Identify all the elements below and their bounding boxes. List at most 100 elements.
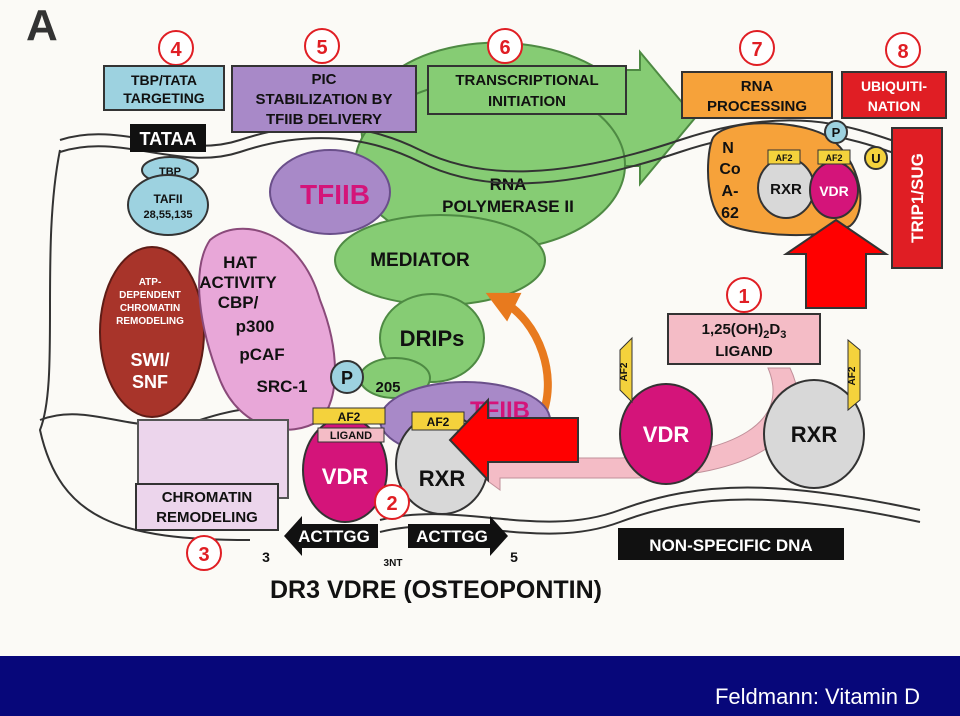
step-8-circle bbox=[885, 32, 921, 68]
ligand-bound-label: LIGAND bbox=[330, 430, 372, 442]
af2-free-vdr bbox=[619, 336, 633, 404]
step-1-circle bbox=[726, 277, 762, 313]
af2-free-rxr-label: AF2 bbox=[847, 366, 858, 385]
phospho-right-label: P bbox=[832, 125, 841, 140]
rxr-free-label: RXR bbox=[791, 422, 838, 447]
rxr-free-blob bbox=[763, 379, 865, 489]
step-5-label-3: TFIIB DELIVERY bbox=[266, 111, 382, 128]
recruitment-arrow bbox=[485, 292, 552, 422]
red-left-arrow bbox=[448, 397, 579, 483]
step-2-circle bbox=[374, 484, 410, 520]
step-3-label-1: CHROMATIN bbox=[162, 489, 253, 506]
step-1-label-2: LIGAND bbox=[715, 343, 773, 360]
half-site-left bbox=[284, 516, 378, 556]
tfiib-top bbox=[269, 149, 391, 235]
phospho-left-label: P bbox=[341, 368, 353, 388]
af2-small-left-label: AF2 bbox=[775, 153, 792, 163]
ligand-bound bbox=[317, 427, 385, 443]
rna-polymerase-label-1: RNA bbox=[490, 175, 527, 194]
trip1-box bbox=[891, 127, 943, 269]
step-8-label-1: UBIQUITI- bbox=[861, 78, 927, 94]
tataa-label: TATAA bbox=[140, 129, 197, 149]
diagram: A RNA POLYMERASE II TFIIB MEDIATOR DRIPs… bbox=[26, 1, 947, 604]
vdr-small-label: VDR bbox=[819, 183, 849, 199]
step-3-circle bbox=[186, 535, 222, 571]
panel-letter: A bbox=[26, 1, 58, 50]
nonspecific-dna-label: NON-SPECIFIC DNA bbox=[649, 536, 812, 555]
step-5-label-1: PIC bbox=[311, 71, 336, 88]
hat-label-5: pCAF bbox=[239, 345, 284, 364]
ncoa-label-3: A- bbox=[722, 183, 739, 200]
rxr-small-label: RXR bbox=[770, 181, 802, 198]
step-6-box bbox=[427, 65, 627, 115]
ubiquitin-circle bbox=[864, 146, 888, 170]
af2-small-left bbox=[767, 149, 801, 165]
rna-polymerase-label-2: POLYMERASE II bbox=[442, 197, 574, 216]
step-4-number: 4 bbox=[170, 39, 182, 61]
drips-label: DRIPs bbox=[400, 326, 465, 351]
hat-label-1: HAT bbox=[223, 253, 257, 272]
hat-label-6: SRC-1 bbox=[256, 377, 307, 396]
step-4-label-1: TBP/TATA bbox=[131, 72, 197, 88]
phospho-left bbox=[330, 360, 364, 394]
phospho-right bbox=[824, 120, 848, 144]
vdr-free-blob bbox=[619, 383, 713, 485]
swi-label-1: ATP- bbox=[139, 277, 162, 288]
tafii-label-2: 28,55,135 bbox=[144, 209, 193, 221]
step-3-box bbox=[135, 483, 279, 531]
ncoa-label-1: N bbox=[722, 140, 734, 157]
footer-credit: Feldmann: Vitamin D bbox=[714, 684, 920, 709]
step-2-number: 2 bbox=[386, 493, 397, 515]
tafii-blob bbox=[127, 174, 209, 236]
step-3-number: 3 bbox=[198, 544, 209, 566]
mediator-label: MEDIATOR bbox=[370, 250, 470, 271]
vdre-caption: DR3 VDRE (OSTEOPONTIN) bbox=[270, 576, 602, 604]
step-5-box bbox=[231, 65, 417, 133]
step-5-circle bbox=[304, 28, 340, 64]
af2-small-right-label: AF2 bbox=[825, 153, 842, 163]
step-7-label-1: RNA bbox=[741, 78, 774, 95]
footer-bar: Feldmann: Vitamin D bbox=[0, 656, 960, 716]
step-7-number: 7 bbox=[751, 39, 762, 61]
step-1-box bbox=[667, 313, 821, 365]
end-3-label: 3 bbox=[262, 549, 270, 565]
tfiib-top-label: TFIIB bbox=[300, 179, 370, 210]
ubiquitin-label: U bbox=[871, 151, 880, 166]
swi-label-4: REMODELING bbox=[116, 316, 184, 327]
af2-bound-rxr bbox=[411, 411, 465, 431]
ncoa-label-2: Co bbox=[719, 161, 741, 178]
step-6-label-2: INITIATION bbox=[488, 93, 566, 110]
step-7-circle bbox=[739, 30, 775, 66]
dna-loop-left bbox=[38, 149, 251, 541]
swi-label-3: CHROMATIN bbox=[120, 303, 180, 314]
red-up-arrow bbox=[782, 218, 890, 309]
swi-label-5: SWI/ bbox=[131, 350, 170, 370]
drip205-label: 205 bbox=[375, 379, 400, 396]
af2-bound-vdr bbox=[312, 407, 386, 425]
swi-label-6: SNF bbox=[132, 372, 168, 392]
step-7-box bbox=[681, 71, 833, 119]
af2-bound-rxr-label: AF2 bbox=[427, 415, 450, 429]
ncoa-label-4: 62 bbox=[721, 205, 739, 222]
step-4-box bbox=[103, 65, 225, 111]
vdr-bound-label: VDR bbox=[322, 464, 369, 489]
hat-label-3: CBP/ bbox=[218, 293, 259, 312]
af2-small-right bbox=[817, 149, 851, 165]
vdr-free-label: VDR bbox=[643, 422, 690, 447]
step-8-label-2: NATION bbox=[868, 98, 921, 114]
dna-strand-bottom bbox=[379, 486, 921, 523]
af2-bound-vdr-label: AF2 bbox=[338, 410, 361, 424]
af2-free-rxr bbox=[847, 338, 861, 412]
step-6-circle bbox=[487, 28, 523, 64]
trip1-label: TRIP1/SUG bbox=[908, 153, 927, 243]
half-site-right bbox=[408, 516, 508, 556]
half-site-left-label: ACTTGG bbox=[298, 527, 370, 546]
step-6-label-1: TRANSCRIPTIONAL bbox=[455, 72, 598, 89]
step-5-number: 5 bbox=[316, 37, 327, 59]
step-4-label-2: TARGETING bbox=[123, 90, 205, 106]
step-5-label-2: STABILIZATION BY bbox=[256, 91, 393, 108]
hat-label-4: p300 bbox=[236, 317, 275, 336]
half-site-right-label: ACTTGG bbox=[416, 527, 488, 546]
step-1-number: 1 bbox=[738, 286, 749, 308]
tataa-box bbox=[130, 124, 206, 152]
